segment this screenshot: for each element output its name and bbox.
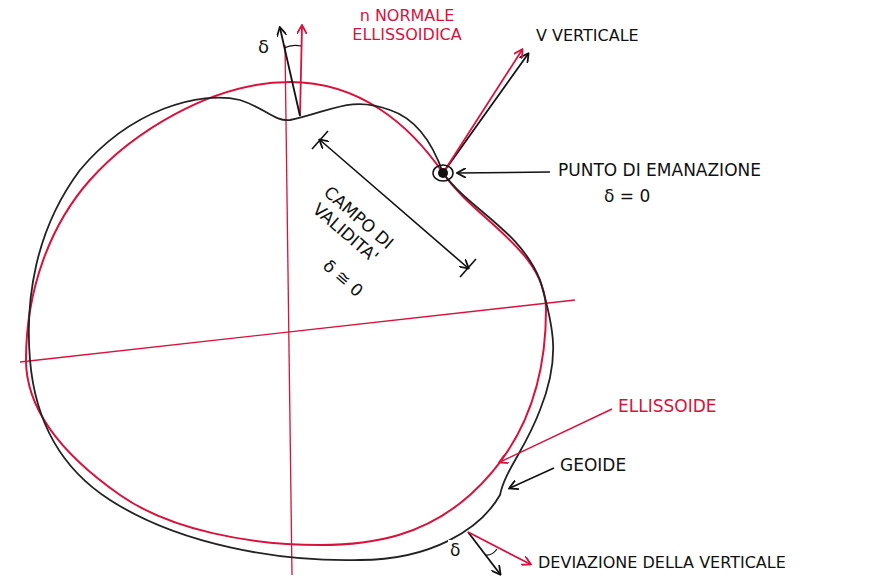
range-tick	[460, 259, 476, 277]
ellipsoid-outline	[26, 82, 546, 545]
point-label: PUNTO DI EMANAZIONE	[556, 160, 763, 180]
angle-arc	[284, 45, 301, 48]
ellipsoid-label: ELLISSOIDE	[616, 396, 719, 416]
vertical-label: V VERTICALE	[534, 26, 641, 45]
normal-label: n NORMALE ELLISSOIDICA	[330, 6, 484, 44]
range-label: CAMPO DI VALIDITA'	[292, 169, 412, 281]
angle-symbol: δ	[448, 540, 462, 560]
angle-arc	[485, 549, 497, 555]
vertical-arrow	[443, 54, 528, 173]
axis-line	[20, 300, 575, 362]
deviation-label: DEVIAZIONE DELLA VERTICALE	[536, 553, 788, 572]
normal-arrow	[468, 532, 530, 564]
leader-line	[458, 172, 550, 173]
geoid-outline	[29, 98, 553, 561]
leader-line	[510, 468, 554, 488]
angle-value: δ = 0	[602, 186, 652, 206]
vertical-arrow	[468, 532, 500, 574]
axis-line	[285, 45, 292, 575]
normal-arrow	[443, 50, 522, 173]
emanation-point	[438, 168, 448, 178]
geoid-label: GEOIDE	[558, 455, 628, 475]
angle-symbol: δ	[256, 36, 271, 58]
point-ring	[433, 165, 453, 181]
angle-value: δ ≅ 0	[317, 254, 368, 302]
range-tick	[312, 131, 328, 149]
normal-arrow	[300, 26, 302, 116]
vertical-arrow	[280, 28, 300, 116]
